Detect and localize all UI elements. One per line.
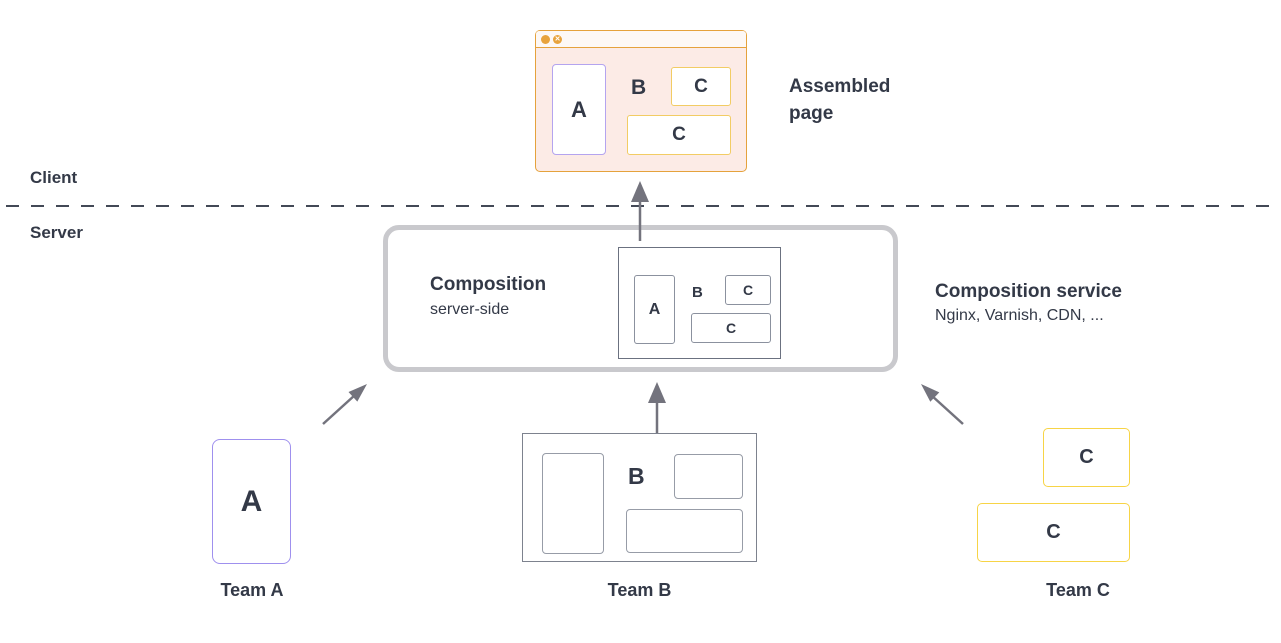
preview-fragment-c-bottom-box: C xyxy=(691,313,771,343)
window-dot-icon xyxy=(541,34,550,44)
arrow-team-a-to-composition xyxy=(322,384,367,425)
composition-service-title: Composition service xyxy=(935,281,1122,302)
assembled-page-window: ✕ A B C C xyxy=(535,30,747,172)
arrow-head xyxy=(921,384,940,402)
composition-subtitle: server-side xyxy=(430,301,510,318)
preview-fragment-c-top-box: C xyxy=(725,275,771,305)
page-fragment-c-top-box: C xyxy=(671,67,731,106)
arrow-line xyxy=(930,394,964,425)
preview-fragment-b-label: B xyxy=(692,284,703,301)
arrow-team-b-to-composition xyxy=(648,382,666,433)
page-fragment-c-bottom-box: C xyxy=(627,115,731,155)
arrow-head xyxy=(348,384,367,402)
arrow-head xyxy=(631,181,649,202)
team-c-fragment-top-box: C xyxy=(1043,428,1130,487)
team-b-label: Team B xyxy=(607,580,672,600)
assembled-page-label: Assembled page xyxy=(789,76,891,124)
team-b-fragment-label: B xyxy=(628,463,645,489)
team-a-label: Team A xyxy=(220,580,284,600)
preview-fragment-a-box: A xyxy=(634,275,675,344)
team-b-placeholder-top-right xyxy=(674,454,743,499)
team-b-placeholder-bottom xyxy=(626,509,743,553)
arrow-line xyxy=(322,394,356,425)
composition-title: Composition xyxy=(430,274,547,295)
arrow-team-c-to-composition xyxy=(921,384,964,425)
page-fragment-b-label: B xyxy=(631,76,647,99)
arrow-head xyxy=(648,382,666,403)
page-fragment-a-box: A xyxy=(552,64,606,155)
client-layer-label: Client xyxy=(30,168,78,187)
team-c-fragment-bottom-box: C xyxy=(977,503,1130,562)
team-a-fragment-box: A xyxy=(212,439,291,564)
window-titlebar: ✕ xyxy=(536,31,746,48)
team-b-placeholder-left xyxy=(542,453,604,554)
window-close-icon: ✕ xyxy=(553,34,562,44)
team-b-fragment-box: B xyxy=(522,433,757,562)
team-c-label: Team C xyxy=(1046,580,1110,600)
composition-preview: A B C C xyxy=(618,247,781,359)
server-layer-label: Server xyxy=(30,223,83,242)
composition-service-subtitle: Nginx, Varnish, CDN, ... xyxy=(935,307,1104,324)
composition-box: Composition server-side A B C C xyxy=(383,225,898,372)
